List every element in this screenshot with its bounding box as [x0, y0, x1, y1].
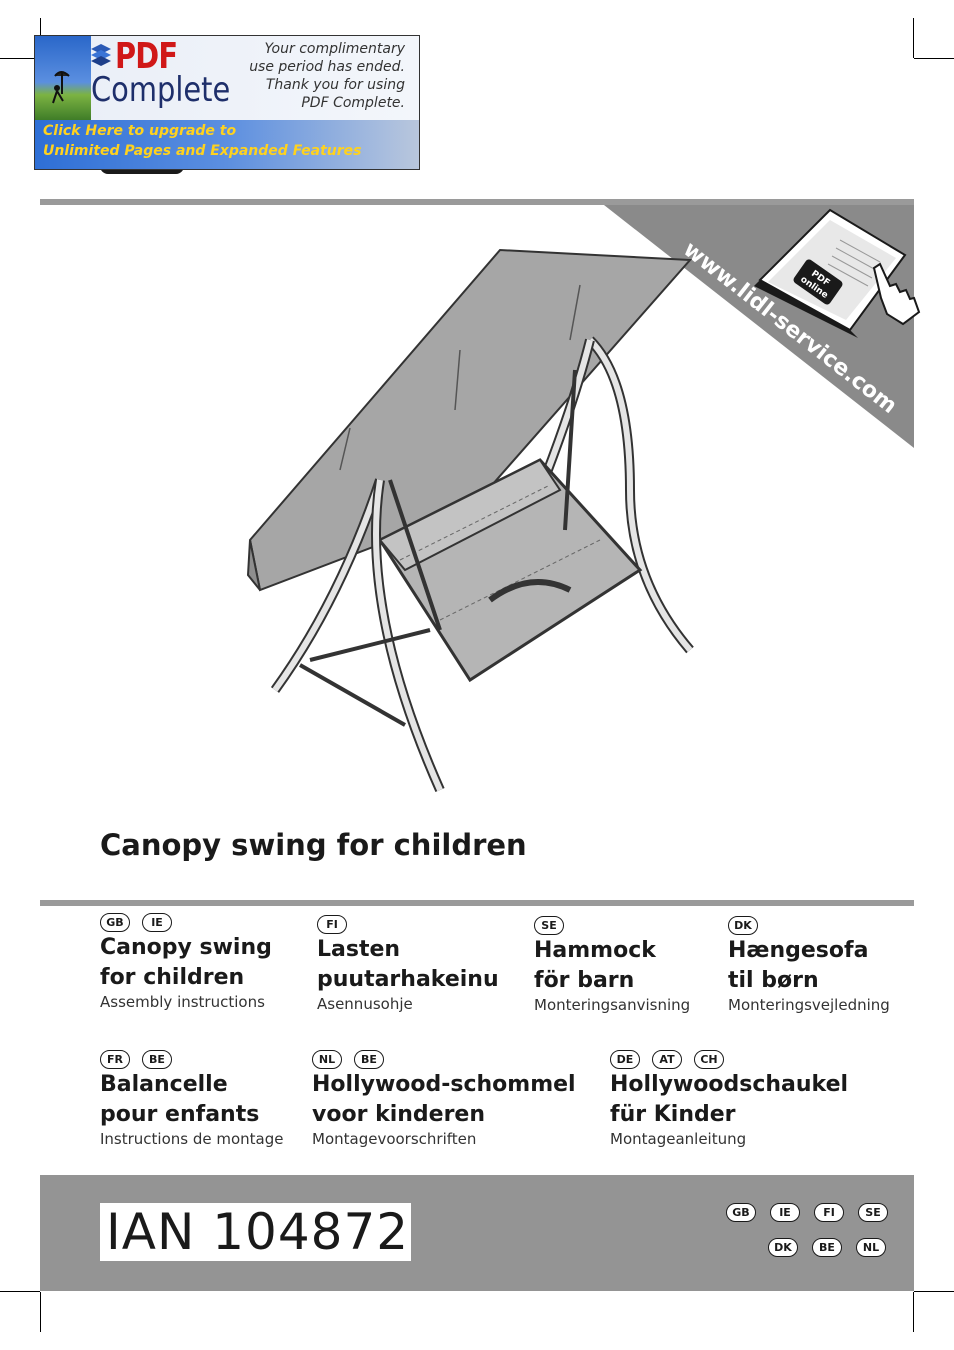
hand-cursor-icon [872, 262, 921, 326]
country-badge: FI [814, 1203, 844, 1222]
language-subtitle: Instructions de montage [100, 1130, 284, 1148]
crop-mark [913, 1292, 914, 1332]
country-badge: SE [858, 1203, 888, 1222]
country-badges: NL BE [312, 1050, 576, 1070]
upgrade-line[interactable]: Click Here to upgrade to [43, 123, 237, 139]
country-badge: FI [317, 915, 347, 934]
country-badge: NL [312, 1050, 342, 1069]
language-title-line: für Kinder [610, 1102, 736, 1127]
language-block-gb-ie: GB IE Canopy swing for children Assembly… [100, 913, 272, 1011]
banner-message-line: Thank you for using [265, 77, 405, 93]
ian-number: IAN 104872 [100, 1203, 411, 1261]
language-block-fr-be: FR BE Balancelle pour enfants Instructio… [100, 1050, 284, 1148]
country-badges: DK [728, 916, 890, 936]
pdf-complete-logo-icon [91, 44, 111, 66]
country-badge: CH [694, 1050, 724, 1069]
language-title-line: Hollywoodschaukel [610, 1072, 849, 1097]
country-badge: DK [768, 1238, 798, 1257]
language-subtitle: Monteringsvejledning [728, 996, 890, 1014]
language-title-line: pour enfants [100, 1102, 260, 1127]
language-title-line: Hollywood-schommel [312, 1072, 576, 1097]
crop-mark [0, 58, 40, 59]
language-block-se: SE Hammock för barn Monteringsanvisning [534, 916, 690, 1014]
language-title-line: for children [100, 965, 245, 990]
country-badges: FR BE [100, 1050, 284, 1070]
language-title-line: Hammock [534, 938, 656, 963]
country-badge: GB [100, 913, 130, 932]
swing-illustration [246, 248, 694, 793]
country-badge: NL [856, 1238, 886, 1257]
banner-message: Your complimentary use period has ended.… [235, 40, 405, 112]
crop-mark [913, 18, 914, 58]
pdf-complete-banner[interactable]: PDF Complete Your complimentary use peri… [34, 35, 420, 170]
middle-rule [40, 900, 914, 906]
footer-badges-row1: GB IE FI SE [726, 1203, 888, 1222]
language-subtitle: Montageanleitung [610, 1130, 747, 1148]
language-title-line: til børn [728, 968, 819, 993]
language-subtitle: Montagevoorschriften [312, 1130, 477, 1148]
language-title-line: Canopy swing [100, 935, 272, 960]
language-title-line: Lasten [317, 937, 401, 962]
language-title-line: Hængesofa [728, 938, 869, 963]
language-block-fi: FI Lasten puutarhakeinu Asennusohje [317, 915, 499, 1013]
language-title-line: för barn [534, 968, 635, 993]
banner-message-line: PDF Complete. [301, 95, 405, 111]
country-badge: IE [770, 1203, 800, 1222]
language-block-nl-be: NL BE Hollywood-schommel voor kinderen M… [312, 1050, 576, 1148]
upgrade-link[interactable]: Click Here to upgrade to Unlimited Pages… [35, 120, 419, 169]
country-badge: GB [726, 1203, 756, 1222]
country-badge: DK [728, 916, 758, 935]
language-subtitle: Assembly instructions [100, 993, 265, 1011]
country-badge: SE [534, 916, 564, 935]
laptop-icon [754, 208, 907, 338]
crop-mark [40, 1292, 41, 1332]
country-badge: AT [652, 1050, 682, 1069]
top-rule [40, 199, 914, 205]
country-badge: FR [100, 1050, 130, 1069]
brand-pdf: PDF [115, 36, 178, 77]
language-title-line: voor kinderen [312, 1102, 486, 1127]
brand-complete: Complete [91, 70, 231, 110]
banner-photo [35, 36, 91, 120]
country-badges: DE AT CH [610, 1050, 848, 1070]
crop-mark [914, 1291, 954, 1292]
banner-message-line: use period has ended. [249, 59, 405, 75]
language-title-line: Balancelle [100, 1072, 228, 1097]
country-badges: SE [534, 916, 690, 936]
country-badge: BE [354, 1050, 384, 1069]
crop-mark [914, 58, 954, 59]
crop-mark [0, 1291, 40, 1292]
upgrade-line[interactable]: Unlimited Pages and Expanded Features [43, 143, 362, 159]
country-badges: GB IE [100, 913, 272, 933]
product-title: Canopy swing for children [100, 828, 527, 862]
language-subtitle: Monteringsanvisning [534, 996, 691, 1014]
language-title-line: puutarhakeinu [317, 967, 499, 992]
language-subtitle: Asennusohje [317, 995, 413, 1013]
footer-badges-row2: DK BE NL [768, 1238, 886, 1257]
country-badge: BE [142, 1050, 172, 1069]
country-badges: FI [317, 915, 499, 935]
language-block-de-at-ch: DE AT CH Hollywoodschaukel für Kinder Mo… [610, 1050, 848, 1148]
country-badge: IE [142, 913, 172, 932]
country-badge: BE [812, 1238, 842, 1257]
country-badge: DE [610, 1050, 640, 1069]
banner-message-line: Your complimentary [264, 41, 405, 57]
language-block-dk: DK Hængesofa til børn Monteringsvejledni… [728, 916, 890, 1014]
